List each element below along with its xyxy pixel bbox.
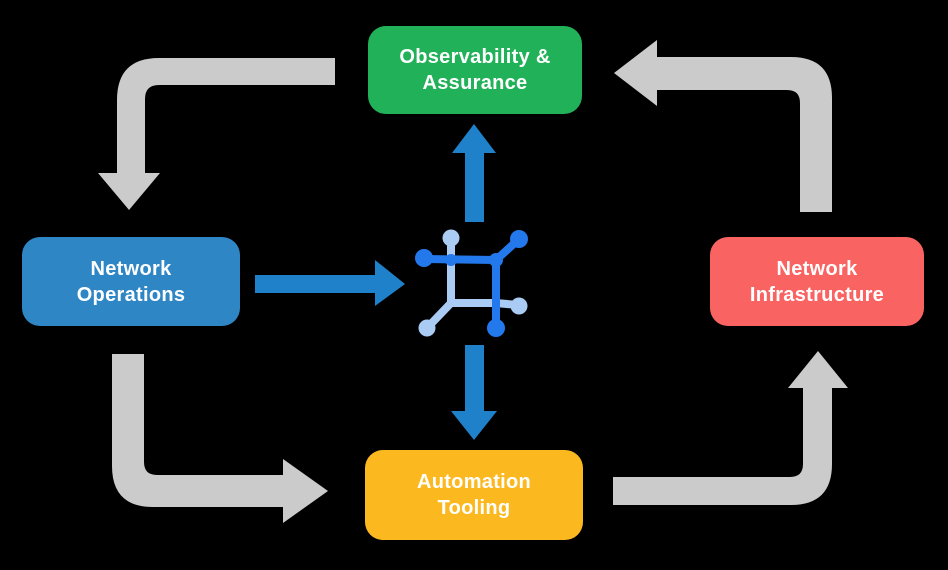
arrow-operations-to-center — [255, 260, 405, 306]
connected-network-icon — [415, 229, 528, 337]
node-label-line: Tooling — [437, 497, 511, 519]
arrow-observability-to-operations — [98, 58, 335, 210]
icon-light-node-right — [510, 297, 528, 315]
icon-light-node-bottom-left — [418, 319, 436, 337]
node-label-line: Infrastructure — [749, 283, 885, 306]
node-observability-assurance: Observability & Assurance — [368, 26, 582, 114]
node-label-line: Network — [90, 257, 172, 280]
node-network-infrastructure: Network Infrastructure — [710, 237, 924, 326]
icon-blue-node-left — [415, 249, 433, 267]
icon-light-node-top — [442, 229, 460, 247]
icon-blue-node-top-right — [510, 230, 528, 248]
node-label-line: Operations — [76, 283, 186, 306]
arrow-operations-to-automation — [112, 354, 328, 523]
node-label-line: Assurance — [422, 72, 528, 94]
icon-blue-crossing-dot — [445, 254, 457, 266]
node-label-line: Automation — [416, 471, 532, 493]
node-label-line: Observability & — [399, 46, 551, 68]
node-label-line: Network — [776, 257, 858, 280]
icon-blue-node-bottom — [487, 319, 505, 337]
arrow-center-to-automation — [451, 345, 497, 440]
icon-blue-corner-dot — [489, 253, 503, 267]
icon-light-frame — [447, 235, 500, 307]
node-automation-tooling: Automation Tooling — [365, 450, 583, 540]
arrow-infrastructure-to-observability — [614, 40, 832, 212]
arrow-center-to-observability — [452, 124, 496, 222]
arrow-automation-to-infrastructure — [613, 351, 848, 505]
node-network-operations: Network Operations — [22, 237, 240, 326]
